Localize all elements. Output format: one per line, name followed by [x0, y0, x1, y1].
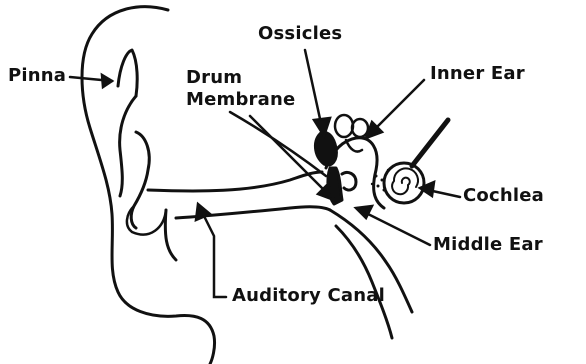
label-ossicles: Ossicles — [258, 24, 342, 44]
label-middle-ear: Middle Ear — [433, 235, 543, 255]
ossicle-stapes — [342, 172, 356, 190]
semicircular-canal-a — [335, 115, 353, 137]
auditory-nerve — [412, 120, 448, 166]
cochlea-spiral — [392, 168, 418, 194]
semicircular-canal-b — [352, 119, 368, 137]
label-cochlea: Cochlea — [463, 186, 544, 206]
helix-fold — [118, 50, 137, 96]
pinna-arrow-head — [102, 75, 112, 87]
canal-upper-wall — [148, 172, 322, 191]
label-drum-line1: Drum — [186, 68, 242, 88]
pinna-outline — [82, 7, 215, 364]
middle-ear-arrow-head — [356, 206, 372, 218]
middle-ear-arrow-line — [364, 212, 430, 245]
tragus — [165, 210, 176, 260]
antihelix — [120, 96, 136, 196]
label-drum-line2: Membrane — [186, 90, 295, 110]
canal-arrow-line — [202, 212, 226, 297]
tube-wall-lower — [336, 226, 392, 338]
ossicles-arrow-line — [305, 50, 322, 128]
label-auditory-canal: Auditory Canal — [232, 286, 385, 306]
ossicle-malleus — [315, 132, 336, 165]
concha — [131, 132, 149, 228]
canal-arrow-head — [196, 204, 210, 220]
label-pinna: Pinna — [8, 66, 66, 86]
inner-ear-arrow-line — [374, 80, 424, 130]
label-inner-ear: Inner Ear — [430, 64, 525, 84]
